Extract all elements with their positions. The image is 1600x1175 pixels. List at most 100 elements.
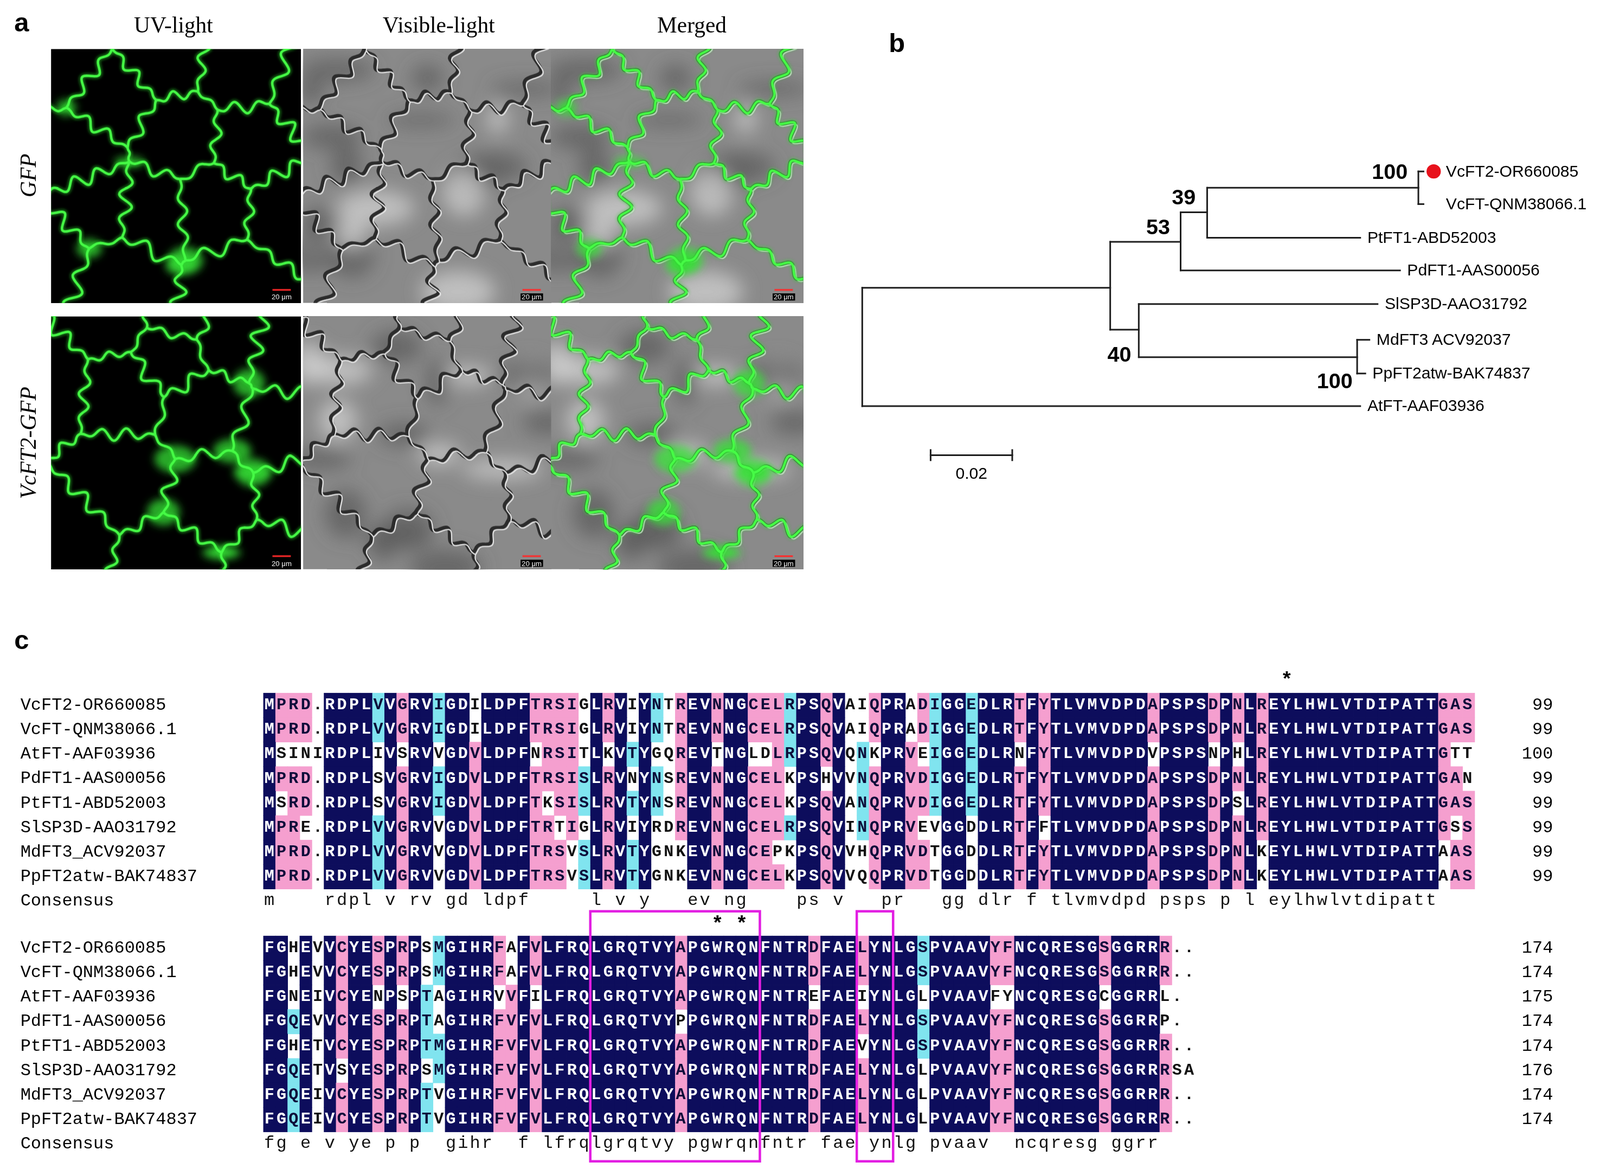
shading-cell	[602, 935, 615, 961]
bootstrap-value: 39	[1171, 185, 1196, 208]
shading-cell	[663, 1107, 676, 1133]
fluorescent-walls	[50, 316, 301, 570]
fluorescent-wall-glow	[253, 452, 301, 473]
shading-cell	[432, 717, 446, 743]
cell-wall-edge	[303, 316, 343, 362]
shading-cell	[263, 692, 276, 718]
shading-cell	[638, 692, 652, 718]
cell-wall	[744, 188, 755, 240]
fluorescent-wall	[177, 178, 189, 261]
shading-cell	[323, 1107, 337, 1133]
shading-cell	[590, 935, 603, 961]
fluorescent-wall	[696, 316, 723, 340]
shading-row	[263, 960, 1173, 986]
shading-cell	[675, 984, 688, 1010]
fluorescent-cytoplasm	[550, 48, 704, 275]
cell-wall-edge	[384, 329, 402, 355]
shading-cell	[869, 839, 882, 865]
shading-cell	[638, 864, 652, 890]
fluorescent-wall-glow	[50, 162, 130, 197]
shading-cell	[699, 692, 712, 718]
panel-letter: c	[14, 626, 29, 654]
shading-cell	[796, 741, 809, 767]
shading-cell	[481, 1058, 494, 1084]
shading-cell	[869, 1082, 882, 1108]
shading-cell	[723, 1009, 736, 1034]
shading-cell	[699, 1058, 712, 1084]
fluorescent-wall	[80, 428, 156, 441]
shading-cell	[735, 864, 749, 890]
shading-cell	[699, 1082, 712, 1108]
shading-cell	[808, 1058, 821, 1084]
shading-cell	[747, 791, 761, 816]
shading-cell	[372, 717, 385, 743]
shading-cell	[323, 1009, 337, 1034]
cell-wall-highlight	[550, 48, 803, 304]
shading-cell	[384, 692, 397, 718]
phylogenetic-tree	[862, 171, 1424, 461]
scale-bar-label: 20 μm	[772, 559, 795, 567]
cell-wall	[747, 239, 803, 299]
label-holder: UV-light	[133, 14, 214, 37]
shading-cell	[869, 1107, 882, 1133]
fluorescent-wall	[708, 370, 749, 384]
fluorescent-wall-glow	[685, 239, 748, 261]
shading-cell	[808, 1082, 821, 1108]
shading-cell	[699, 741, 712, 767]
shading-cell	[747, 717, 761, 743]
shading-cell	[408, 1033, 422, 1059]
shading-cell	[445, 1033, 458, 1059]
shading-cell	[468, 839, 482, 865]
fluorescent-wall	[550, 162, 629, 197]
tree-branch	[1109, 241, 1111, 330]
fluorescent-wall-glow	[589, 237, 623, 249]
fluorescent-wall	[180, 163, 214, 179]
shading-cell	[481, 717, 494, 743]
cell-wall-edge	[500, 241, 551, 301]
shading-cell	[529, 1009, 543, 1034]
shading-cell	[420, 815, 434, 841]
cell-wall	[303, 433, 333, 462]
shading-cell	[408, 864, 422, 890]
shading-cell	[299, 717, 313, 743]
shading-cell	[844, 984, 858, 1010]
shading-cell	[844, 1009, 858, 1034]
shading-cell	[711, 984, 724, 1010]
shading-cell	[566, 791, 579, 816]
shading-cell	[481, 791, 494, 816]
cell-wall	[500, 316, 523, 383]
shading-cell	[336, 1009, 349, 1034]
shading-cell	[638, 960, 652, 986]
shading-cell	[820, 1082, 833, 1108]
fluorescent-wall	[731, 388, 753, 451]
shading-cell	[445, 815, 458, 841]
cell-wall-edge	[439, 241, 502, 263]
fluorescent-wall	[197, 48, 211, 92]
fluorescent-wall	[631, 328, 648, 353]
shading-cell	[336, 791, 349, 816]
cell-wall-edge	[303, 163, 384, 199]
shading-cell	[577, 1009, 591, 1034]
shading-cell	[432, 960, 446, 986]
shading-cell	[772, 791, 785, 816]
cell-wall	[601, 535, 620, 570]
shading-cell	[384, 1107, 397, 1133]
shading-cell	[784, 1033, 797, 1059]
shading-cell	[686, 984, 700, 1010]
column-header: UV-light	[133, 14, 214, 37]
shading-cell	[529, 1082, 543, 1108]
shading-cell	[590, 1107, 603, 1133]
fluorescent-wall	[251, 472, 260, 520]
conservation-shading	[263, 692, 1476, 1133]
shading-row	[263, 692, 1476, 718]
shading-cell	[735, 815, 749, 841]
shading-cell	[759, 1009, 773, 1034]
taxon-label: PdFT1-AAS00056	[1406, 262, 1540, 279]
shading-cell	[820, 1058, 833, 1084]
fluorescent-wall	[141, 316, 151, 328]
shading-cell	[723, 717, 736, 743]
shading-cell	[832, 960, 846, 986]
shading-cell	[711, 717, 724, 743]
fluorescent-wall	[769, 104, 803, 157]
tree-branch	[861, 287, 864, 407]
